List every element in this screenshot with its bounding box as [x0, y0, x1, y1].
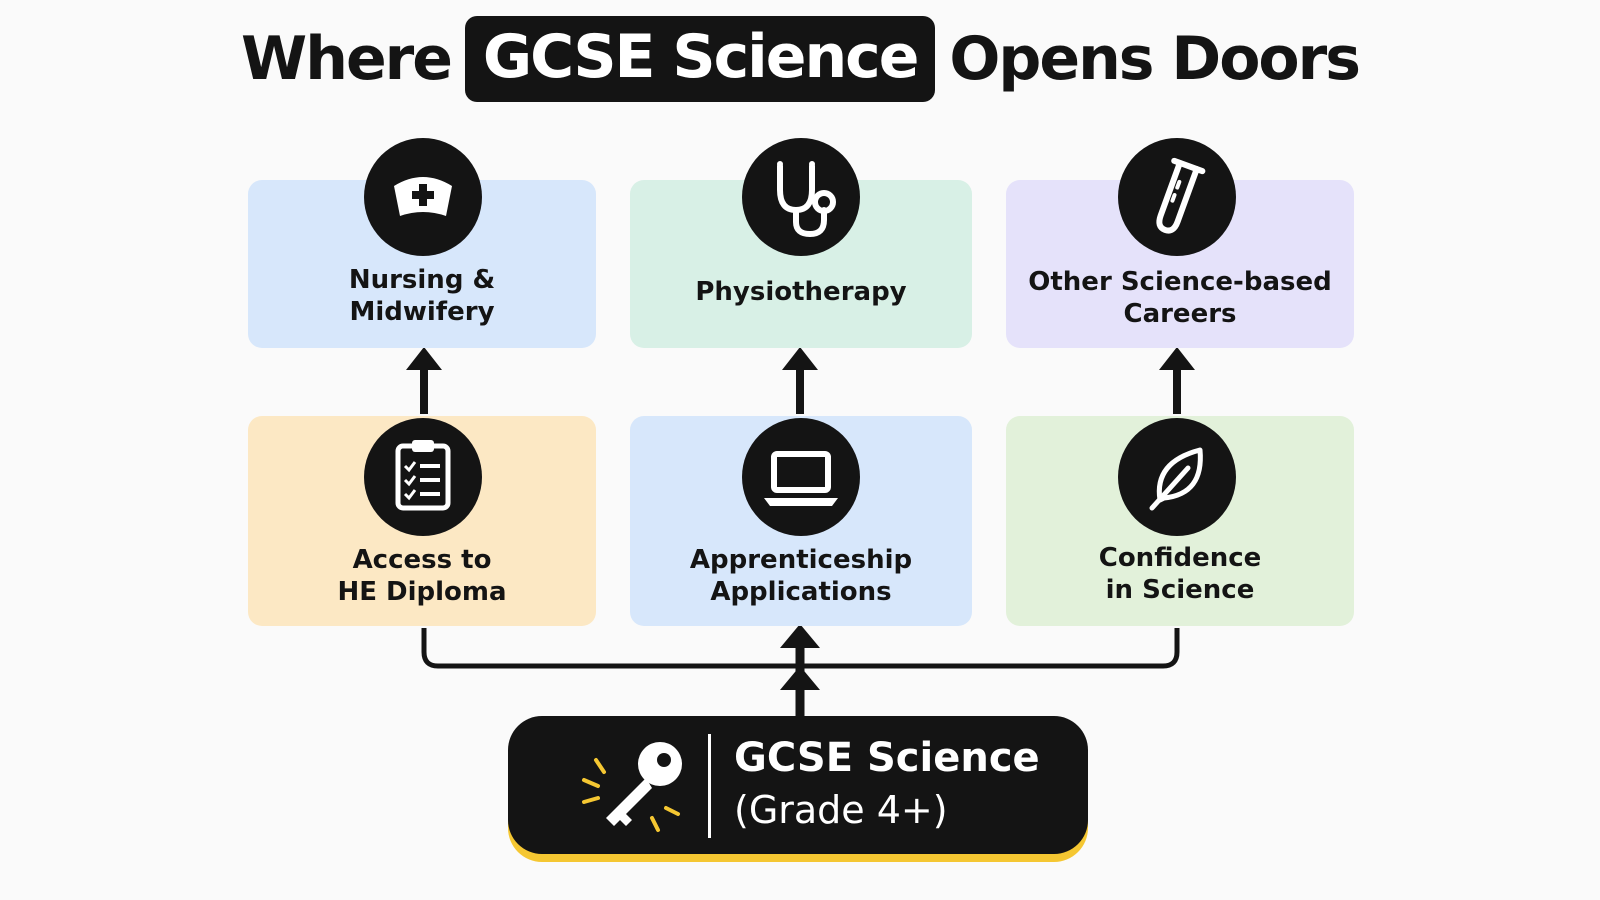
gcse-science-key-box — [508, 716, 1088, 854]
nurse-cap-icon — [364, 138, 482, 256]
card-label: Access to HE Diploma — [248, 544, 596, 608]
clipboard-checklist-icon — [364, 418, 482, 536]
label-line1: Confidence — [1098, 543, 1262, 573]
arrow-confidence-to-other-careers — [1159, 347, 1195, 414]
label-line2: Applications — [710, 577, 892, 607]
key-icon — [574, 730, 694, 840]
stethoscope-icon — [742, 138, 860, 256]
test-tube-icon — [1118, 138, 1236, 256]
arrow-key-to-middle — [780, 624, 820, 716]
key-text: GCSE Science (Grade 4+) — [734, 732, 1040, 836]
leaf-icon — [1118, 418, 1236, 536]
key-title: GCSE Science — [734, 735, 1040, 781]
title-prefix: Where — [241, 24, 453, 94]
label-line1: Physiotherapy — [695, 277, 907, 307]
card-other-science-careers: Other Science-based Careers — [1006, 180, 1354, 348]
laptop-icon — [742, 418, 860, 536]
title-highlight: GCSE Science — [464, 16, 936, 102]
arrow-apprenticeship-to-physio — [782, 347, 818, 414]
label-line2: HE Diploma — [337, 577, 507, 607]
label-line2: in Science — [1105, 575, 1255, 605]
key-divider — [708, 734, 711, 838]
label-line1: Nursing & — [348, 265, 496, 295]
label-line2: Midwifery — [349, 297, 495, 327]
card-label: Other Science-based Careers — [1006, 266, 1354, 330]
label-line1: Other Science-based — [1028, 267, 1332, 297]
arrow-access-to-nursing — [406, 347, 442, 414]
label-line1: Access to — [352, 545, 492, 575]
card-label: Nursing & Midwifery — [248, 264, 596, 328]
label-line2: Careers — [1123, 299, 1237, 329]
page-title: Where GCSE Science Opens Doors — [0, 16, 1600, 102]
card-label: Apprenticeship Applications — [630, 544, 972, 608]
title-suffix: Opens Doors — [949, 24, 1361, 94]
key-subtitle: (Grade 4+) — [734, 788, 948, 832]
label-line1: Apprenticeship — [689, 545, 913, 575]
card-label: Physiotherapy — [630, 276, 972, 308]
card-label: Confidence in Science — [1006, 542, 1354, 606]
